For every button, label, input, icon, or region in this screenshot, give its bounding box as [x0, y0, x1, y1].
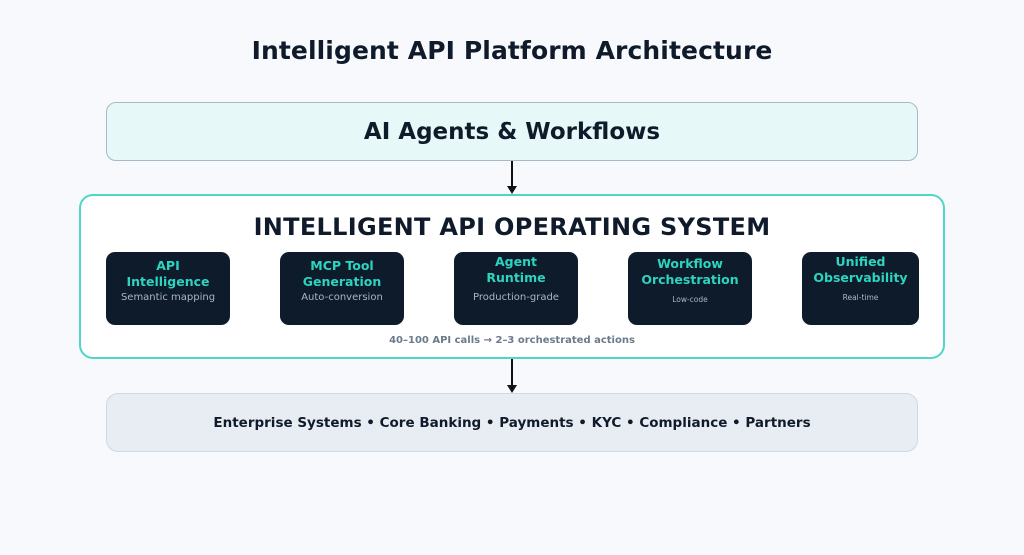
component-agent-runtime: Agent Runtime Production-grade [454, 252, 578, 325]
arrow-shaft [511, 161, 513, 187]
os-layer-footnote: 40–100 API calls → 2–3 orchestrated acti… [389, 335, 635, 346]
arrow-down-icon [507, 161, 517, 194]
arrow-head [507, 186, 517, 194]
component-subtitle: Low-code [672, 295, 708, 304]
component-subtitle: Production-grade [473, 292, 559, 303]
os-layer-title: INTELLIGENT API OPERATING SYSTEM [253, 213, 771, 241]
arrow-head [507, 385, 517, 393]
component-subtitle: Semantic mapping [120, 292, 216, 303]
component-title: Unified Observability [813, 254, 908, 285]
component-subtitle: Real-time [842, 293, 879, 302]
diagram-title: Intelligent API Platform Architecture [251, 36, 773, 65]
component-api-intelligence: API Intelligence Semantic mapping [106, 252, 230, 325]
enterprise-systems-layer: Enterprise Systems • Core Banking • Paym… [106, 393, 918, 452]
component-title: MCP Tool Generation [302, 258, 382, 289]
component-unified-observability: Unified Observability Real-time [802, 252, 919, 325]
component-title: API Intelligence [126, 258, 210, 289]
arrow-shaft [511, 359, 513, 386]
enterprise-systems-label: Enterprise Systems • Core Banking • Paym… [213, 414, 811, 431]
api-operating-system-layer: INTELLIGENT API OPERATING SYSTEM API Int… [79, 194, 945, 359]
ai-agents-layer: AI Agents & Workflows [106, 102, 918, 161]
component-mcp-tool-generation: MCP Tool Generation Auto-conversion [280, 252, 404, 325]
component-title: Workflow Orchestration [641, 256, 739, 287]
component-title: Agent Runtime [486, 254, 546, 285]
component-subtitle: Auto-conversion [301, 292, 383, 303]
component-workflow-orchestration: Workflow Orchestration Low-code [628, 252, 752, 325]
ai-agents-layer-label: AI Agents & Workflows [363, 118, 661, 145]
arrow-down-icon [507, 359, 517, 393]
